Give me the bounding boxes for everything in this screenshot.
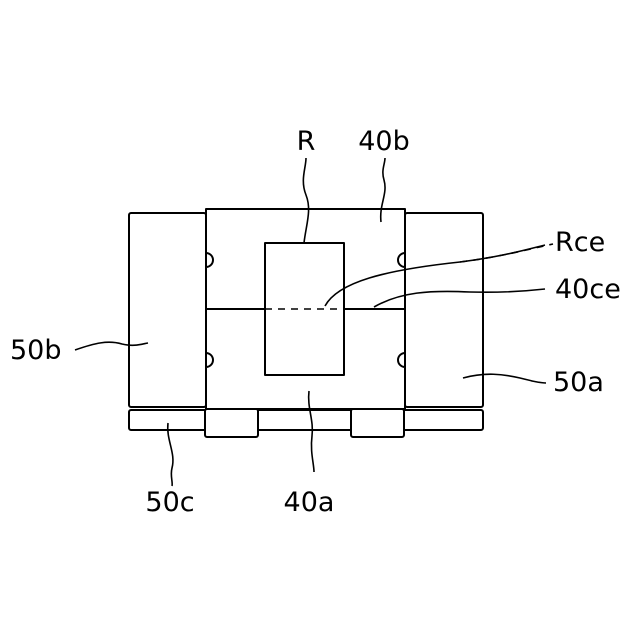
base-foot-right <box>351 409 404 437</box>
side-block-50a <box>405 213 483 407</box>
label-50a: 50a <box>553 367 604 398</box>
base-plate-50c <box>129 409 483 437</box>
side-block-50b <box>129 213 206 407</box>
base-foot-left <box>205 409 258 437</box>
label-rce: Rce <box>555 227 605 258</box>
label-r: R <box>297 126 316 157</box>
leader-50c <box>168 423 173 486</box>
label-40ce: 40ce <box>555 274 621 305</box>
label-40a: 40a <box>284 487 335 518</box>
label-50c: 50c <box>145 487 194 518</box>
base-plate-body <box>129 410 483 430</box>
label-40b: 40b <box>358 126 410 157</box>
label-50b: 50b <box>10 335 62 366</box>
